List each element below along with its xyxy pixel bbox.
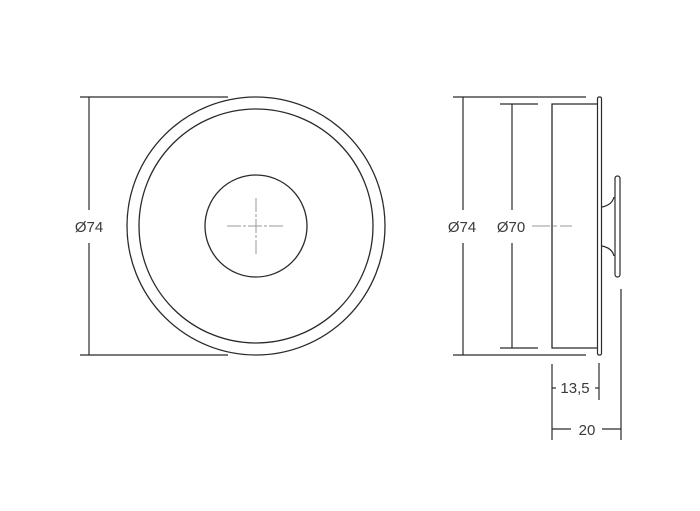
- knob-stem-upper: [601, 196, 615, 208]
- outer-rim-circle: [126, 96, 386, 356]
- knob-stem-lower: [601, 245, 615, 257]
- front-view: Ø74: [75, 96, 386, 356]
- side-view: Ø74 Ø70 13,5 20: [448, 96, 622, 440]
- depth-label: 13,5: [560, 380, 589, 397]
- knob-plate: [614, 175, 621, 278]
- cup-body: [551, 103, 598, 349]
- side-inner-diameter-label: Ø70: [497, 219, 525, 236]
- front-diameter-label: Ø74: [75, 219, 103, 236]
- flange-plate: [596, 96, 603, 356]
- knob-circle: [204, 174, 308, 278]
- side-outer-diameter-label: Ø74: [448, 219, 476, 236]
- total-depth-label: 20: [579, 422, 596, 439]
- inner-rim-circle: [138, 108, 374, 344]
